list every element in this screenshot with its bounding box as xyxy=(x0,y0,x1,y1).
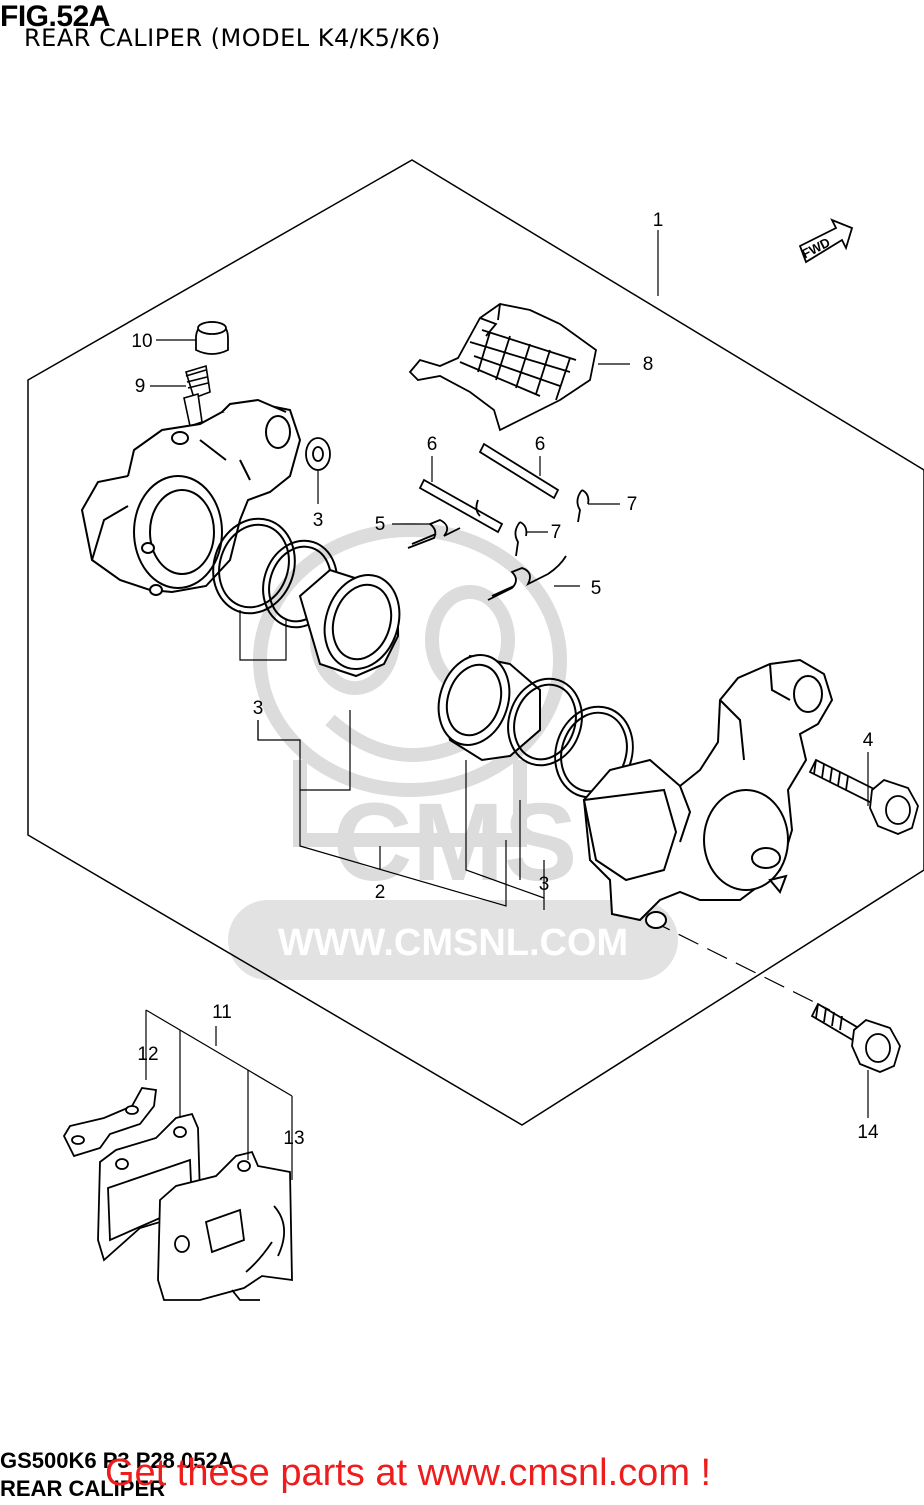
alignment-dash-line xyxy=(649,919,831,1011)
pad-retainer-spring-part xyxy=(407,519,567,601)
drawing-code: GS500K6 P3 P28 052A xyxy=(0,1448,234,1473)
brake-pad-right-part xyxy=(157,1150,293,1301)
caliper-body-right xyxy=(582,658,834,929)
caliper-body-left xyxy=(80,398,302,596)
callout-2: 2 xyxy=(375,882,386,903)
right-seal-group xyxy=(507,677,634,799)
drawing-name: REAR CALIPER xyxy=(0,1476,166,1501)
callout-11: 11 xyxy=(212,1002,232,1023)
watermark-url: WWW.CMSNL.COM xyxy=(278,922,628,964)
callout-5-lower: 5 xyxy=(591,578,602,599)
watermark-url-band xyxy=(228,900,678,980)
left-piston-part xyxy=(298,568,401,678)
bleeder-cap-part xyxy=(195,321,229,355)
pin-clip-part xyxy=(475,489,590,557)
callout-3-washer: 3 xyxy=(313,510,324,531)
brake-pad-left-part xyxy=(97,1112,201,1262)
assembly-boundary xyxy=(27,159,924,1126)
watermark: CMS WWW.CMSNL.COM xyxy=(228,523,678,980)
callout-1: 1 xyxy=(653,210,664,231)
callout-12: 12 xyxy=(137,1044,158,1065)
callout-4: 4 xyxy=(863,730,874,751)
callout-7-upper: 7 xyxy=(627,494,638,515)
callout-14: 14 xyxy=(857,1122,879,1143)
callout-10: 10 xyxy=(131,331,152,352)
leader-lines xyxy=(145,230,869,1180)
callout-6-right: 6 xyxy=(535,434,546,455)
caliper-bolt-part xyxy=(808,758,919,835)
fwd-label: FWD xyxy=(799,235,832,262)
bleeder-valve-part xyxy=(183,364,211,428)
callout-3-right-seal: 3 xyxy=(539,874,550,895)
callout-3-left-seal: 3 xyxy=(253,698,264,719)
callout-8: 8 xyxy=(643,354,654,375)
pad-pin-part xyxy=(418,442,560,534)
watermark-brand: CMS xyxy=(333,781,577,904)
fwd-arrow-icon: FWD xyxy=(798,218,854,264)
brake-pad-shim-part xyxy=(62,1087,158,1158)
callout-9: 9 xyxy=(135,376,146,397)
callout-7-lower: 7 xyxy=(551,522,562,543)
pad-spring-part xyxy=(408,303,597,432)
washer-part xyxy=(305,437,331,471)
figure-number: FIG.52A xyxy=(0,0,110,33)
callout-5-upper: 5 xyxy=(375,514,386,535)
mount-bolt-part xyxy=(810,1002,901,1073)
callout-labels: 1 2 3 3 3 4 5 5 6 6 7 7 8 9 10 11 12 13 … xyxy=(131,210,879,1149)
figure-title: REAR CALIPER (MODEL K4/K5/K6) xyxy=(24,24,441,52)
promo-link[interactable]: Get these parts at www.cmsnl.com ! xyxy=(105,1452,712,1494)
callout-13: 13 xyxy=(283,1128,304,1149)
callout-6-left: 6 xyxy=(427,434,438,455)
